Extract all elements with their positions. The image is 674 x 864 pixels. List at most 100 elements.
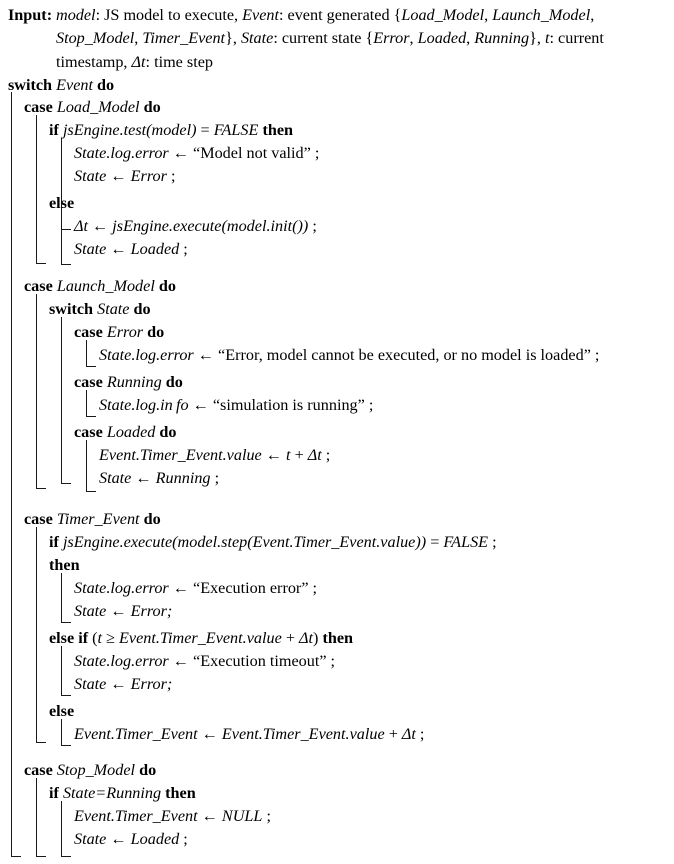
algorithm-line: State.log.error ← “Model not valid” ; (74, 142, 319, 165)
code-token: ← (131, 469, 156, 487)
code-token: Loaded (130, 240, 180, 258)
code-token: case (74, 423, 107, 441)
code-token: Event (56, 76, 93, 94)
code-token: State.log.error (99, 346, 194, 364)
code-token: do (165, 373, 183, 391)
code-token: t (286, 446, 291, 464)
code-token: case (74, 323, 107, 341)
code-token: switch (8, 76, 57, 94)
code-token: case (24, 761, 57, 779)
indent-guide (36, 294, 46, 489)
code-token: State.log.error (74, 579, 169, 597)
code-token: ← (193, 346, 219, 364)
code-token: ( (146, 121, 152, 139)
code-token: + (290, 446, 308, 464)
code-token: : JS model to execute, (95, 6, 243, 24)
code-token: Running (155, 469, 211, 487)
input-description: model: JS model to execute, Event: event… (56, 4, 668, 74)
algorithm-line: Δt ← jsEngine.execute(model.init()) ; (74, 215, 317, 238)
indent-guide (61, 211, 71, 265)
code-token: State.log.error (74, 652, 169, 670)
code-token: if (49, 121, 63, 139)
code-token: case (24, 510, 57, 528)
code-token: : current state { (273, 29, 374, 48)
code-token: : event generated { (278, 6, 402, 24)
code-token: ( (247, 533, 253, 551)
code-token: else if (49, 629, 93, 647)
algorithm-line: State ← Error ; (74, 165, 175, 188)
code-token: ; (166, 167, 176, 185)
input-line: model: JS model to execute, Event: event… (56, 4, 668, 27)
code-token: Event.Timer_Event.value (119, 629, 282, 647)
code-token: do (139, 761, 157, 779)
code-token: , (134, 29, 143, 48)
code-token: ; (415, 725, 425, 743)
code-token: Δt (401, 725, 416, 743)
input-line: Stop_Model, Timer_Event}, State: current… (56, 27, 668, 50)
indent-guide (86, 440, 96, 492)
code-token: then (262, 121, 294, 139)
code-token: Loaded (130, 830, 180, 848)
algorithm-line: State ← Running ; (99, 467, 219, 490)
code-token: : time step (145, 52, 213, 71)
code-token: NULL (221, 807, 263, 825)
indent-guide (61, 138, 71, 230)
code-token: ← (88, 217, 113, 235)
code-token: jsEngine.execute (62, 533, 173, 551)
code-token: Event (242, 6, 279, 24)
code-token: FALSE (443, 533, 489, 551)
code-token: ← (106, 167, 131, 185)
algorithm-line: State.log.error ← “Execution timeout” ; (74, 650, 335, 673)
code-token: , (466, 29, 475, 48)
algorithm-line: then (49, 554, 80, 577)
code-token: Error (106, 323, 144, 341)
code-token: do (158, 277, 176, 295)
algorithm-line: if jsEngine.execute(model.step(Event.Tim… (49, 531, 497, 554)
code-token: Error (373, 29, 410, 48)
code-token: State (97, 300, 130, 318)
code-token: State (74, 167, 107, 185)
code-token: “Model not valid” ; (193, 144, 320, 162)
code-token: Event.Timer_Event (74, 807, 198, 825)
code-token: Error; (130, 675, 173, 693)
algorithm-line: else (49, 700, 74, 723)
code-token: State.log.in fo (99, 396, 189, 414)
algorithm-line: State.log.error ← “Error, model cannot b… (99, 344, 599, 367)
algorithm-line: State.log.error ← “Execution error” ; (74, 577, 317, 600)
code-token: ← (168, 652, 194, 670)
code-token: if (49, 784, 63, 802)
algorithm-line: case Stop_Model do (24, 759, 156, 782)
algorithm-line: case Load_Model do (24, 96, 161, 119)
code-token: then (165, 784, 196, 802)
code-token: ( (221, 217, 227, 235)
code-token: “Execution timeout” ; (193, 652, 336, 670)
code-token: }, (225, 29, 241, 48)
code-token: ← (106, 830, 131, 848)
code-token: Error (130, 167, 167, 185)
algorithm-line: case Running do (74, 371, 183, 394)
code-token: jsEngine.execute (112, 217, 222, 235)
indent-guide (61, 573, 71, 623)
code-token: State (74, 602, 107, 620)
algorithm-line: else (49, 192, 74, 215)
algorithm-line: State.log.in fo ← “simulation is running… (99, 394, 373, 417)
code-token: ≥ (102, 629, 120, 647)
indent-guide (61, 646, 71, 696)
algorithm-line: case Timer_Event do (24, 508, 161, 531)
code-token: }, (529, 29, 545, 48)
code-token: Δt (299, 629, 313, 647)
code-token: do (143, 98, 161, 116)
algorithm-line: Event.Timer_Event ← NULL ; (74, 805, 271, 828)
algorithm-line: case Launch_Model do (24, 275, 176, 298)
code-token: ← (106, 675, 131, 693)
algorithm-line: Event.Timer_Event.value ← t + Δt ; (99, 444, 330, 467)
code-token: ← (168, 579, 194, 597)
code-token: ← (197, 725, 222, 743)
indent-guide (61, 317, 71, 484)
code-token: Event.Timer_Event.value (252, 533, 416, 551)
code-token: ← (168, 144, 194, 162)
code-token: model.init (226, 217, 293, 235)
code-token: Loaded (106, 423, 156, 441)
algorithm-line: State ← Loaded ; (74, 828, 188, 851)
